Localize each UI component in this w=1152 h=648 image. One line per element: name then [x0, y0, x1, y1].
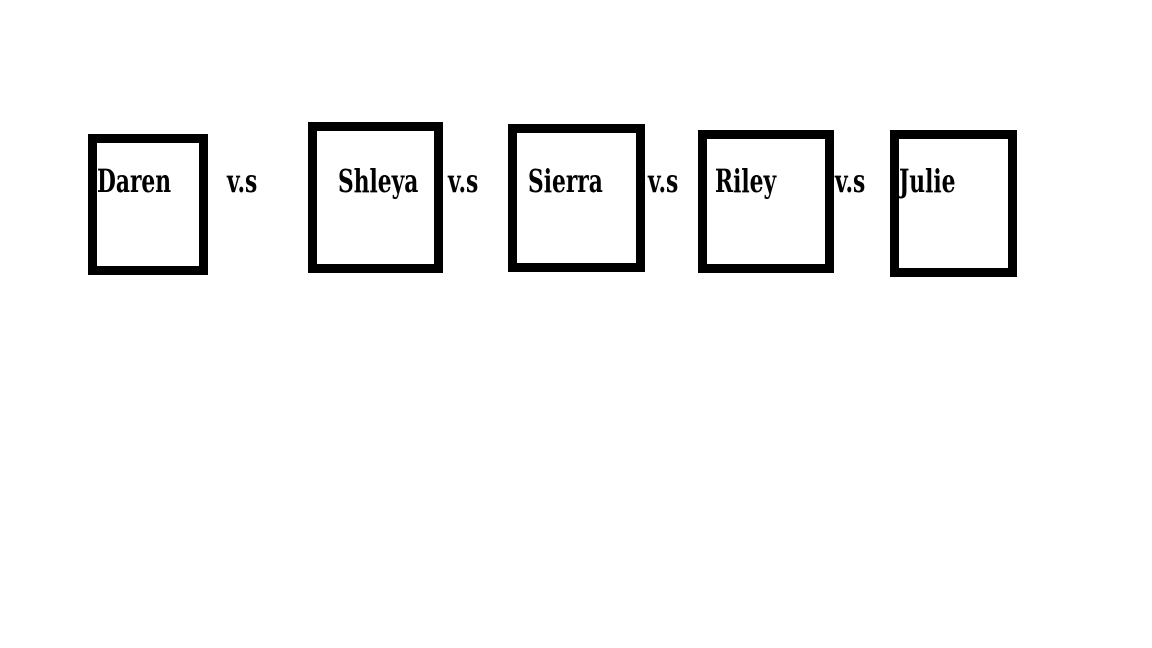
vs-label-1: v.s — [227, 162, 258, 200]
name-box-riley: Riley — [698, 130, 834, 273]
name-label-riley: Riley — [715, 162, 777, 200]
name-box-shleya: Shleya — [308, 122, 443, 273]
vs-label-2: v.s — [448, 162, 479, 200]
name-label-shleya: Shleya — [338, 162, 419, 200]
name-box-daren: Daren — [88, 134, 208, 275]
name-label-julie: Julie — [899, 162, 956, 200]
name-box-julie: Julie — [890, 130, 1017, 277]
name-label-sierra: Sierra — [528, 162, 603, 200]
name-box-sierra: Sierra — [508, 124, 645, 272]
name-label-daren: Daren — [97, 162, 172, 200]
vs-label-3: v.s — [648, 162, 679, 200]
vs-label-4: v.s — [835, 162, 866, 200]
